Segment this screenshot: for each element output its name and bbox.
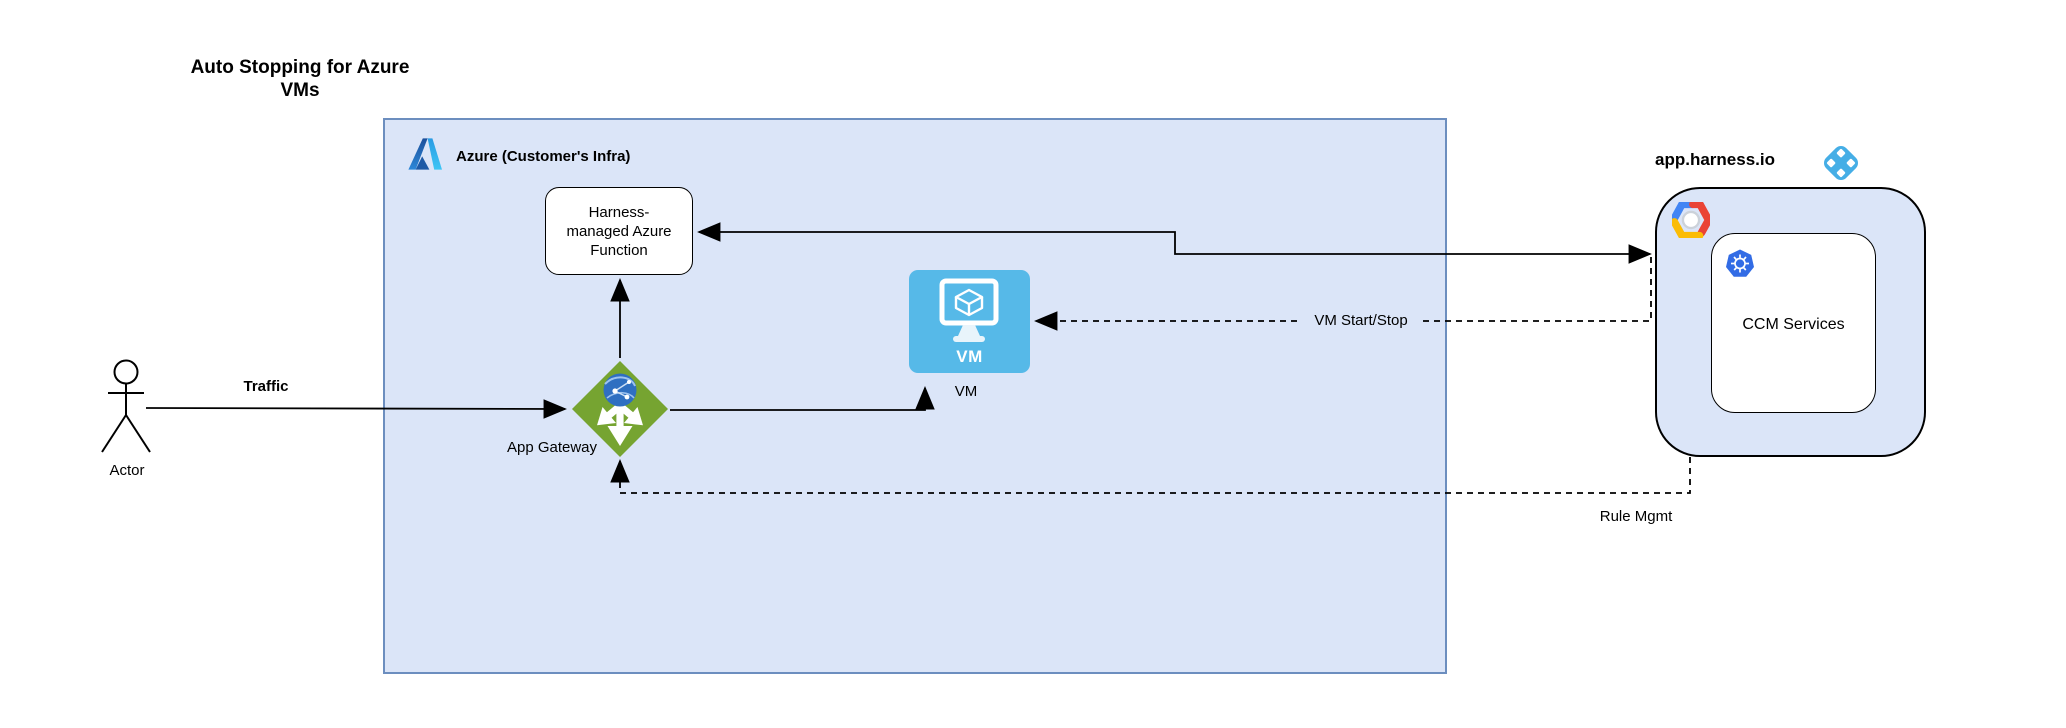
vm-start-stop-edge-label: VM Start/Stop (1300, 312, 1422, 329)
harness-group-container: CCM Services (1655, 187, 1926, 457)
actor-label: Actor (109, 462, 145, 479)
harness-group-label: app.harness.io (1655, 150, 1775, 169)
vm-monitor-icon (939, 278, 999, 342)
gcp-logo-icon (1672, 202, 1710, 238)
azure-group-label: Azure (Customer's Infra) (456, 148, 631, 165)
rule-mgmt-edge-label: Rule Mgmt (1599, 508, 1673, 525)
harness-logo-icon (1823, 145, 1859, 181)
traffic-edge-label: Traffic (243, 378, 289, 395)
ccm-services-node: CCM Services (1711, 233, 1876, 413)
vm-node-label: VM (954, 383, 978, 400)
vm-badge: VM (956, 347, 983, 366)
azure-function-label: Harness-managed Azure Function (566, 203, 672, 259)
ccm-services-label: CCM Services (1742, 316, 1845, 333)
actor-stick-figure-icon (101, 359, 151, 453)
azure-logo-icon (408, 138, 442, 170)
app-gateway-icon (572, 361, 668, 457)
kubernetes-icon (1726, 249, 1754, 277)
azure-group-container (383, 118, 1447, 674)
diagram-title: Auto Stopping for Azure VMs (190, 57, 410, 101)
app-gateway-label: App Gateway (506, 439, 598, 456)
vm-node: VM (909, 270, 1030, 373)
azure-function-node: Harness-managed Azure Function (545, 187, 693, 275)
